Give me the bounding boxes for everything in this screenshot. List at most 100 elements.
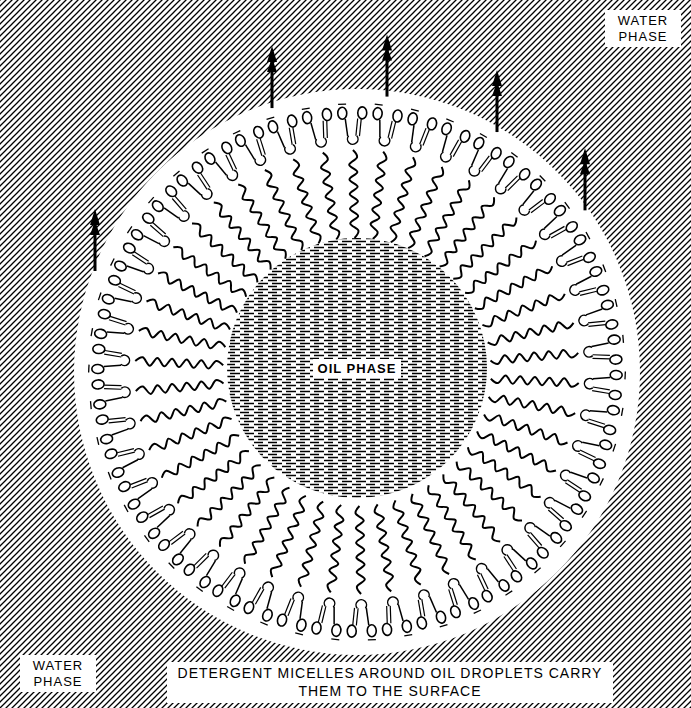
oil-droplet: OIL PHASE	[226, 237, 488, 499]
charge-mark	[144, 535, 149, 541]
double-bond	[565, 483, 579, 493]
hydrocarbon-tail	[136, 380, 224, 394]
carbon-symbol	[518, 204, 530, 216]
double-bond	[529, 199, 543, 209]
double-bond	[353, 608, 355, 625]
oxygen-symbol	[416, 616, 428, 630]
carbon-symbol	[201, 188, 213, 200]
double-bond	[388, 121, 392, 138]
hydrocarbon-tail	[488, 322, 574, 345]
oxygen-symbol	[92, 379, 105, 389]
double-bond	[326, 121, 328, 138]
detergent-molecule	[338, 104, 367, 238]
carbon-symbol	[501, 544, 513, 556]
double-bond	[579, 288, 596, 292]
hydrocarbon-tail	[220, 477, 274, 546]
detergent-molecule	[475, 232, 597, 309]
hydrocarbon-tail	[371, 152, 387, 239]
single-bond	[499, 168, 508, 183]
single-bond	[112, 429, 128, 435]
oxygen-symbol	[198, 575, 212, 590]
charge-mark	[534, 568, 540, 573]
oxygen-symbol	[605, 319, 619, 330]
double-bond	[567, 480, 581, 490]
hydrocarbon-tail	[391, 157, 416, 242]
oxygen-symbol	[592, 458, 606, 470]
charge-mark	[411, 109, 419, 111]
oxygen-symbol	[535, 545, 550, 560]
charge-mark	[124, 505, 128, 512]
charge-mark	[111, 258, 115, 265]
rise-arrows	[90, 35, 590, 271]
double-bond	[566, 256, 582, 262]
single-bond	[442, 135, 447, 152]
charge-mark	[302, 108, 310, 109]
oxygen-symbol	[407, 112, 419, 126]
double-bond	[551, 507, 564, 518]
hydrocarbon-tail	[139, 328, 225, 348]
single-bond	[277, 132, 284, 148]
hydrocarbon-tail	[141, 399, 227, 422]
carbon-symbol	[134, 448, 145, 460]
single-bond	[544, 217, 557, 229]
double-bond	[450, 140, 458, 155]
oxygen-symbol	[586, 471, 601, 484]
carbon-symbol	[120, 354, 130, 366]
oxygen-symbol	[104, 447, 118, 460]
double-bond	[551, 230, 566, 238]
detergent-molecule	[91, 309, 225, 349]
oxygen-symbol	[338, 107, 347, 119]
phase-label: OIL PHASE	[313, 359, 402, 378]
double-bond	[531, 202, 545, 212]
hydrocarbon-tail	[293, 159, 320, 243]
hydrocarbon-tail	[192, 223, 257, 282]
hydrocarbon-tail	[146, 300, 229, 330]
double-bond	[592, 358, 609, 360]
detergent-molecule	[202, 140, 286, 258]
charge-mark	[621, 408, 622, 416]
charge-mark	[295, 633, 303, 635]
carbon-symbol	[234, 567, 246, 579]
charge-mark	[331, 638, 339, 640]
double-bond	[392, 122, 396, 139]
detergent-molecule	[411, 494, 481, 619]
single-bond	[366, 608, 368, 625]
charge-mark	[586, 232, 590, 239]
oxygen-symbol	[302, 111, 313, 124]
charge-mark	[233, 131, 240, 134]
charge-mark	[511, 152, 517, 157]
charge-mark	[97, 437, 99, 445]
oxygen-symbol	[276, 613, 288, 627]
detergent-molecule	[148, 184, 257, 282]
double-bond	[118, 286, 134, 293]
detergent-molecule	[482, 265, 610, 327]
micelle-region	[74, 89, 640, 655]
charge-mark	[600, 478, 604, 485]
single-bond	[311, 123, 316, 140]
oxygen-symbol	[529, 177, 544, 192]
detergent-molecule	[443, 474, 540, 583]
double-bond	[104, 354, 121, 357]
double-bond	[507, 555, 516, 569]
carbon-symbol	[121, 386, 131, 398]
oxygen-symbol	[98, 309, 111, 320]
single-bond	[105, 397, 122, 401]
oxygen-symbol	[296, 618, 308, 632]
oxygen-symbol	[552, 204, 567, 218]
single-bond	[236, 578, 243, 594]
charge-mark	[474, 610, 481, 613]
carbon-symbol	[163, 504, 175, 516]
oxygen-symbol	[130, 228, 145, 242]
oxygen-symbol	[358, 107, 367, 119]
hydrocarbon-tail	[299, 502, 324, 587]
detergent-molecule	[302, 108, 340, 240]
double-bond	[359, 119, 361, 136]
carbon-symbol	[524, 522, 536, 534]
single-bond	[267, 592, 272, 609]
detergent-molecules	[89, 104, 626, 640]
single-bond	[123, 460, 138, 468]
charge-mark	[368, 639, 376, 640]
hydrocarbon-tail	[356, 506, 365, 594]
hydrocarbon-tail	[178, 451, 249, 503]
